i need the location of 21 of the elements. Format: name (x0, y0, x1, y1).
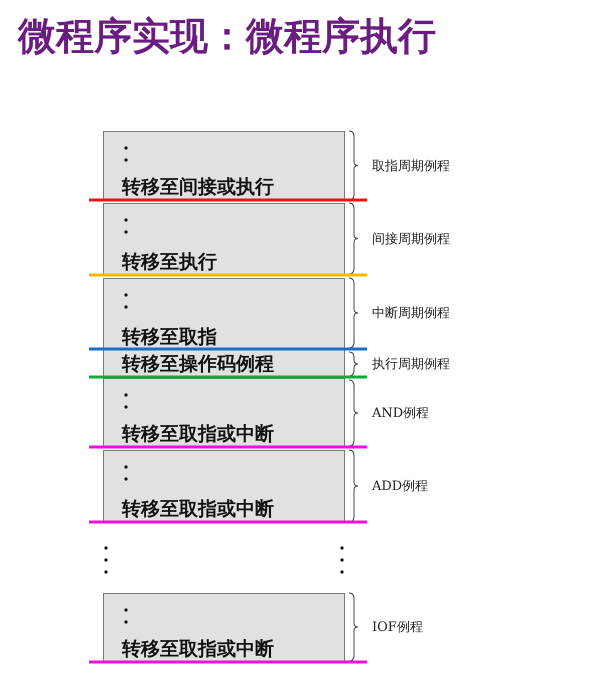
instruction-text: 转移至取指 (122, 326, 217, 348)
instruction-text: 转移至取指或中断 (122, 638, 274, 660)
routine-box (103, 450, 345, 523)
title: 微程序实现：微程序执行 (18, 13, 436, 60)
instruction-text: 转移至间接或执行 (122, 176, 274, 198)
routine-label: IOF例程 (372, 619, 423, 636)
instruction-text: 转移至操作码例程 (122, 353, 274, 375)
routine-box (103, 378, 345, 448)
routine-label: AND例程 (372, 405, 430, 422)
routine-label: 中断周期例程 (372, 305, 450, 322)
routine-box (103, 278, 345, 350)
routine-label: ADD例程 (372, 478, 428, 495)
routine-label: 执行周期例程 (372, 356, 450, 373)
instruction-text: 转移至取指或中断 (122, 423, 274, 445)
routine-box (103, 593, 345, 663)
routine-label: 取指周期例程 (372, 158, 450, 174)
routine-label: 间接周期例程 (372, 230, 450, 248)
routine-box (103, 131, 345, 201)
instruction-text: 转移至取指或中断 (122, 498, 274, 520)
instruction-text: 转移至执行 (122, 251, 217, 273)
routine-box (103, 203, 345, 276)
